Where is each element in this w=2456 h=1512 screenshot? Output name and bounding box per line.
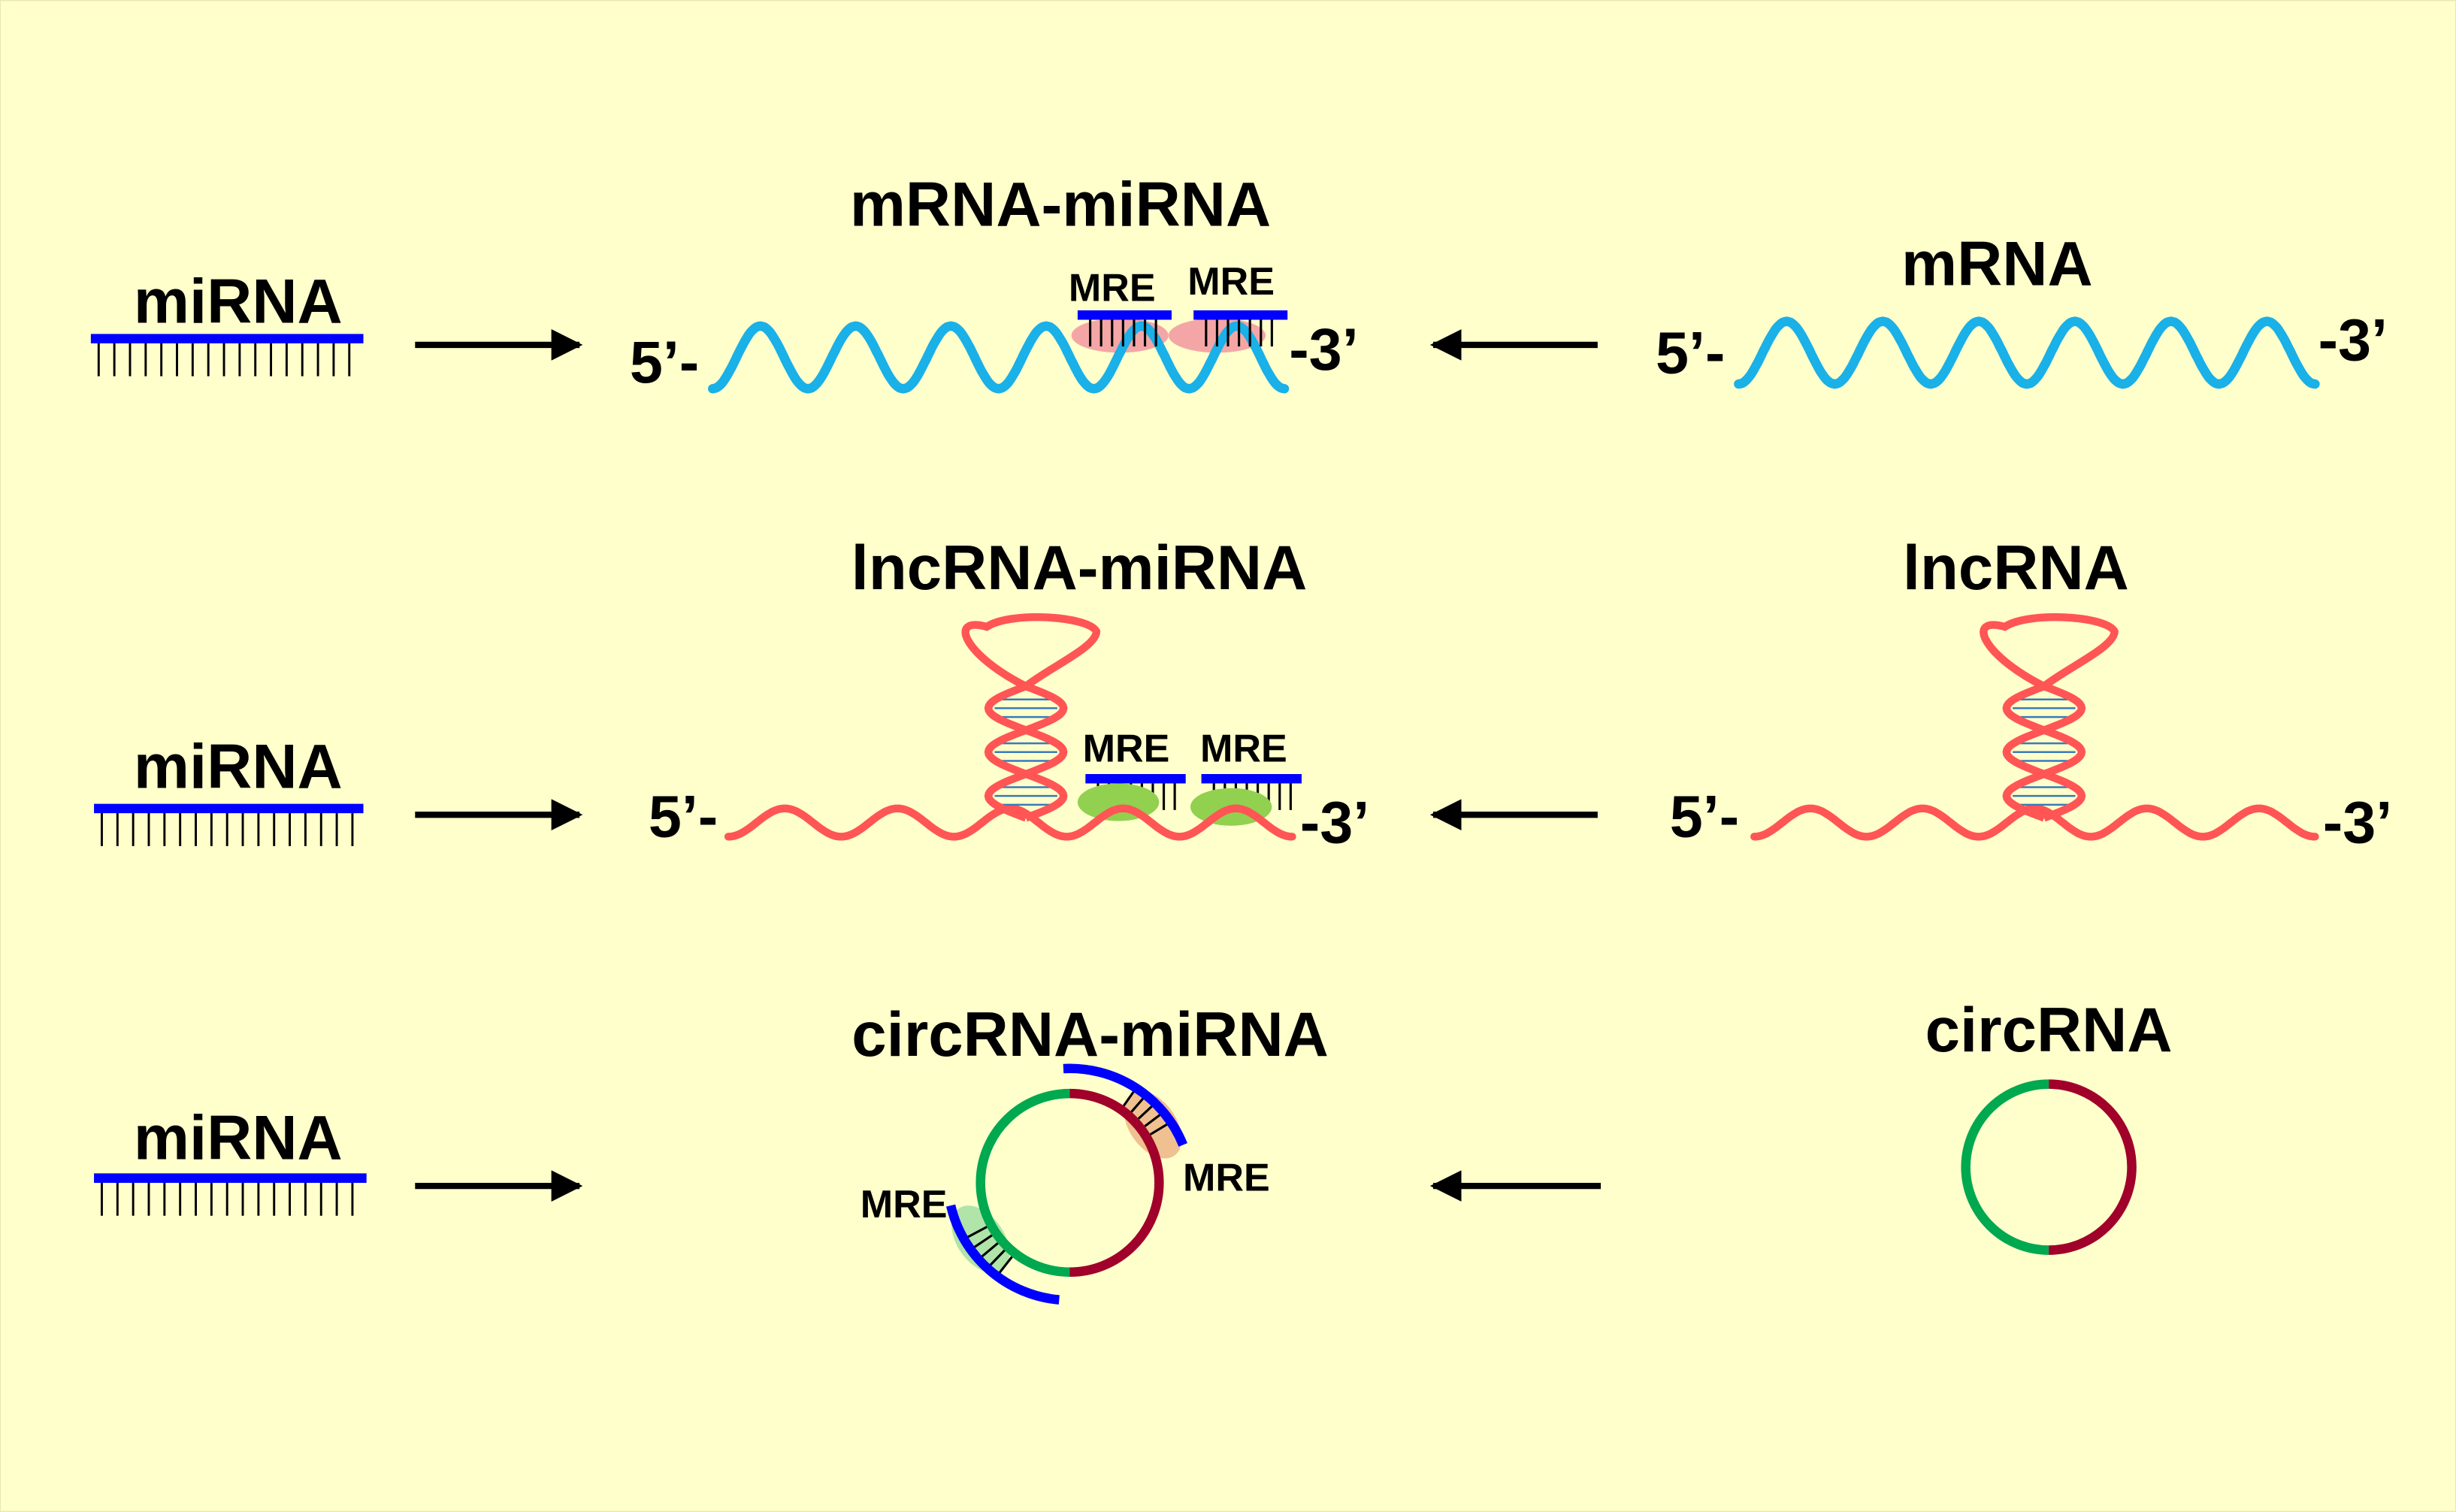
base-pair-ticks (1205, 315, 1273, 346)
lncrna-strand-loop (1980, 613, 2119, 690)
lncrna-strand-helix (2002, 682, 2086, 822)
base-pair-ticks (1089, 315, 1157, 346)
lncrna-title: lncRNA (1903, 533, 2129, 603)
three-prime-label: -3’ (1300, 789, 1369, 856)
mirna-label-2: miRNA (134, 732, 343, 802)
mre-label: MRE (861, 1183, 948, 1226)
mrna-mirna-title: mRNA-miRNA (850, 170, 1271, 240)
mre-label: MRE (1200, 727, 1287, 770)
five-prime-label: 5’- (649, 782, 718, 849)
circrna-green-arc (1961, 1079, 2049, 1255)
circrna-red-arc (2049, 1079, 2137, 1255)
circrna-mirna-title: circRNA-miRNA (851, 999, 1329, 1069)
lncrna-mirna-title: lncRNA-miRNA (851, 533, 1308, 603)
mrna-strand (708, 321, 1290, 394)
mre-binding-site (1124, 1091, 1182, 1159)
mre-label: MRE (1183, 1156, 1270, 1199)
circrna-bound-green-arc (975, 1088, 1070, 1277)
five-prime-label: 5’- (1656, 319, 1725, 386)
mre-label: MRE (1083, 727, 1170, 770)
three-prime-label: -3’ (2318, 307, 2388, 373)
mre-label: MRE (1069, 267, 1156, 310)
mrna-title: mRNA (1901, 229, 2093, 299)
three-prime-label: -3’ (2323, 789, 2392, 856)
helix-base-pairs (2013, 698, 2076, 806)
five-prime-label: 5’- (630, 328, 699, 395)
base-pair-ticks (966, 1087, 1170, 1275)
lncrna-strand-helix (984, 682, 1068, 822)
lncrna-strand-helix (2002, 682, 2086, 822)
mirna-label-1: miRNA (134, 267, 343, 337)
mirna-label-3: miRNA (134, 1103, 343, 1173)
circrna-title: circRNA (1925, 995, 2173, 1065)
lncrna-strand (1750, 804, 2319, 841)
mirna-bound-arc (946, 1204, 1060, 1305)
five-prime-label: 5’- (1670, 782, 1739, 849)
helix-base-pairs (994, 698, 1057, 806)
mirna-strand-ticks (101, 808, 354, 846)
lncrna-strand-helix (984, 682, 1068, 822)
lncrna-strand-loop (961, 613, 1101, 690)
three-prime-label: -3’ (1289, 316, 1358, 383)
circrna-bound-red-arc (1069, 1088, 1164, 1277)
mirna-bound-arc (1063, 1063, 1187, 1147)
mirna-strand-ticks (97, 338, 351, 376)
mrna-strand (1734, 316, 2320, 389)
mirna-strand-ticks (101, 1178, 354, 1216)
mre-label: MRE (1187, 260, 1275, 304)
